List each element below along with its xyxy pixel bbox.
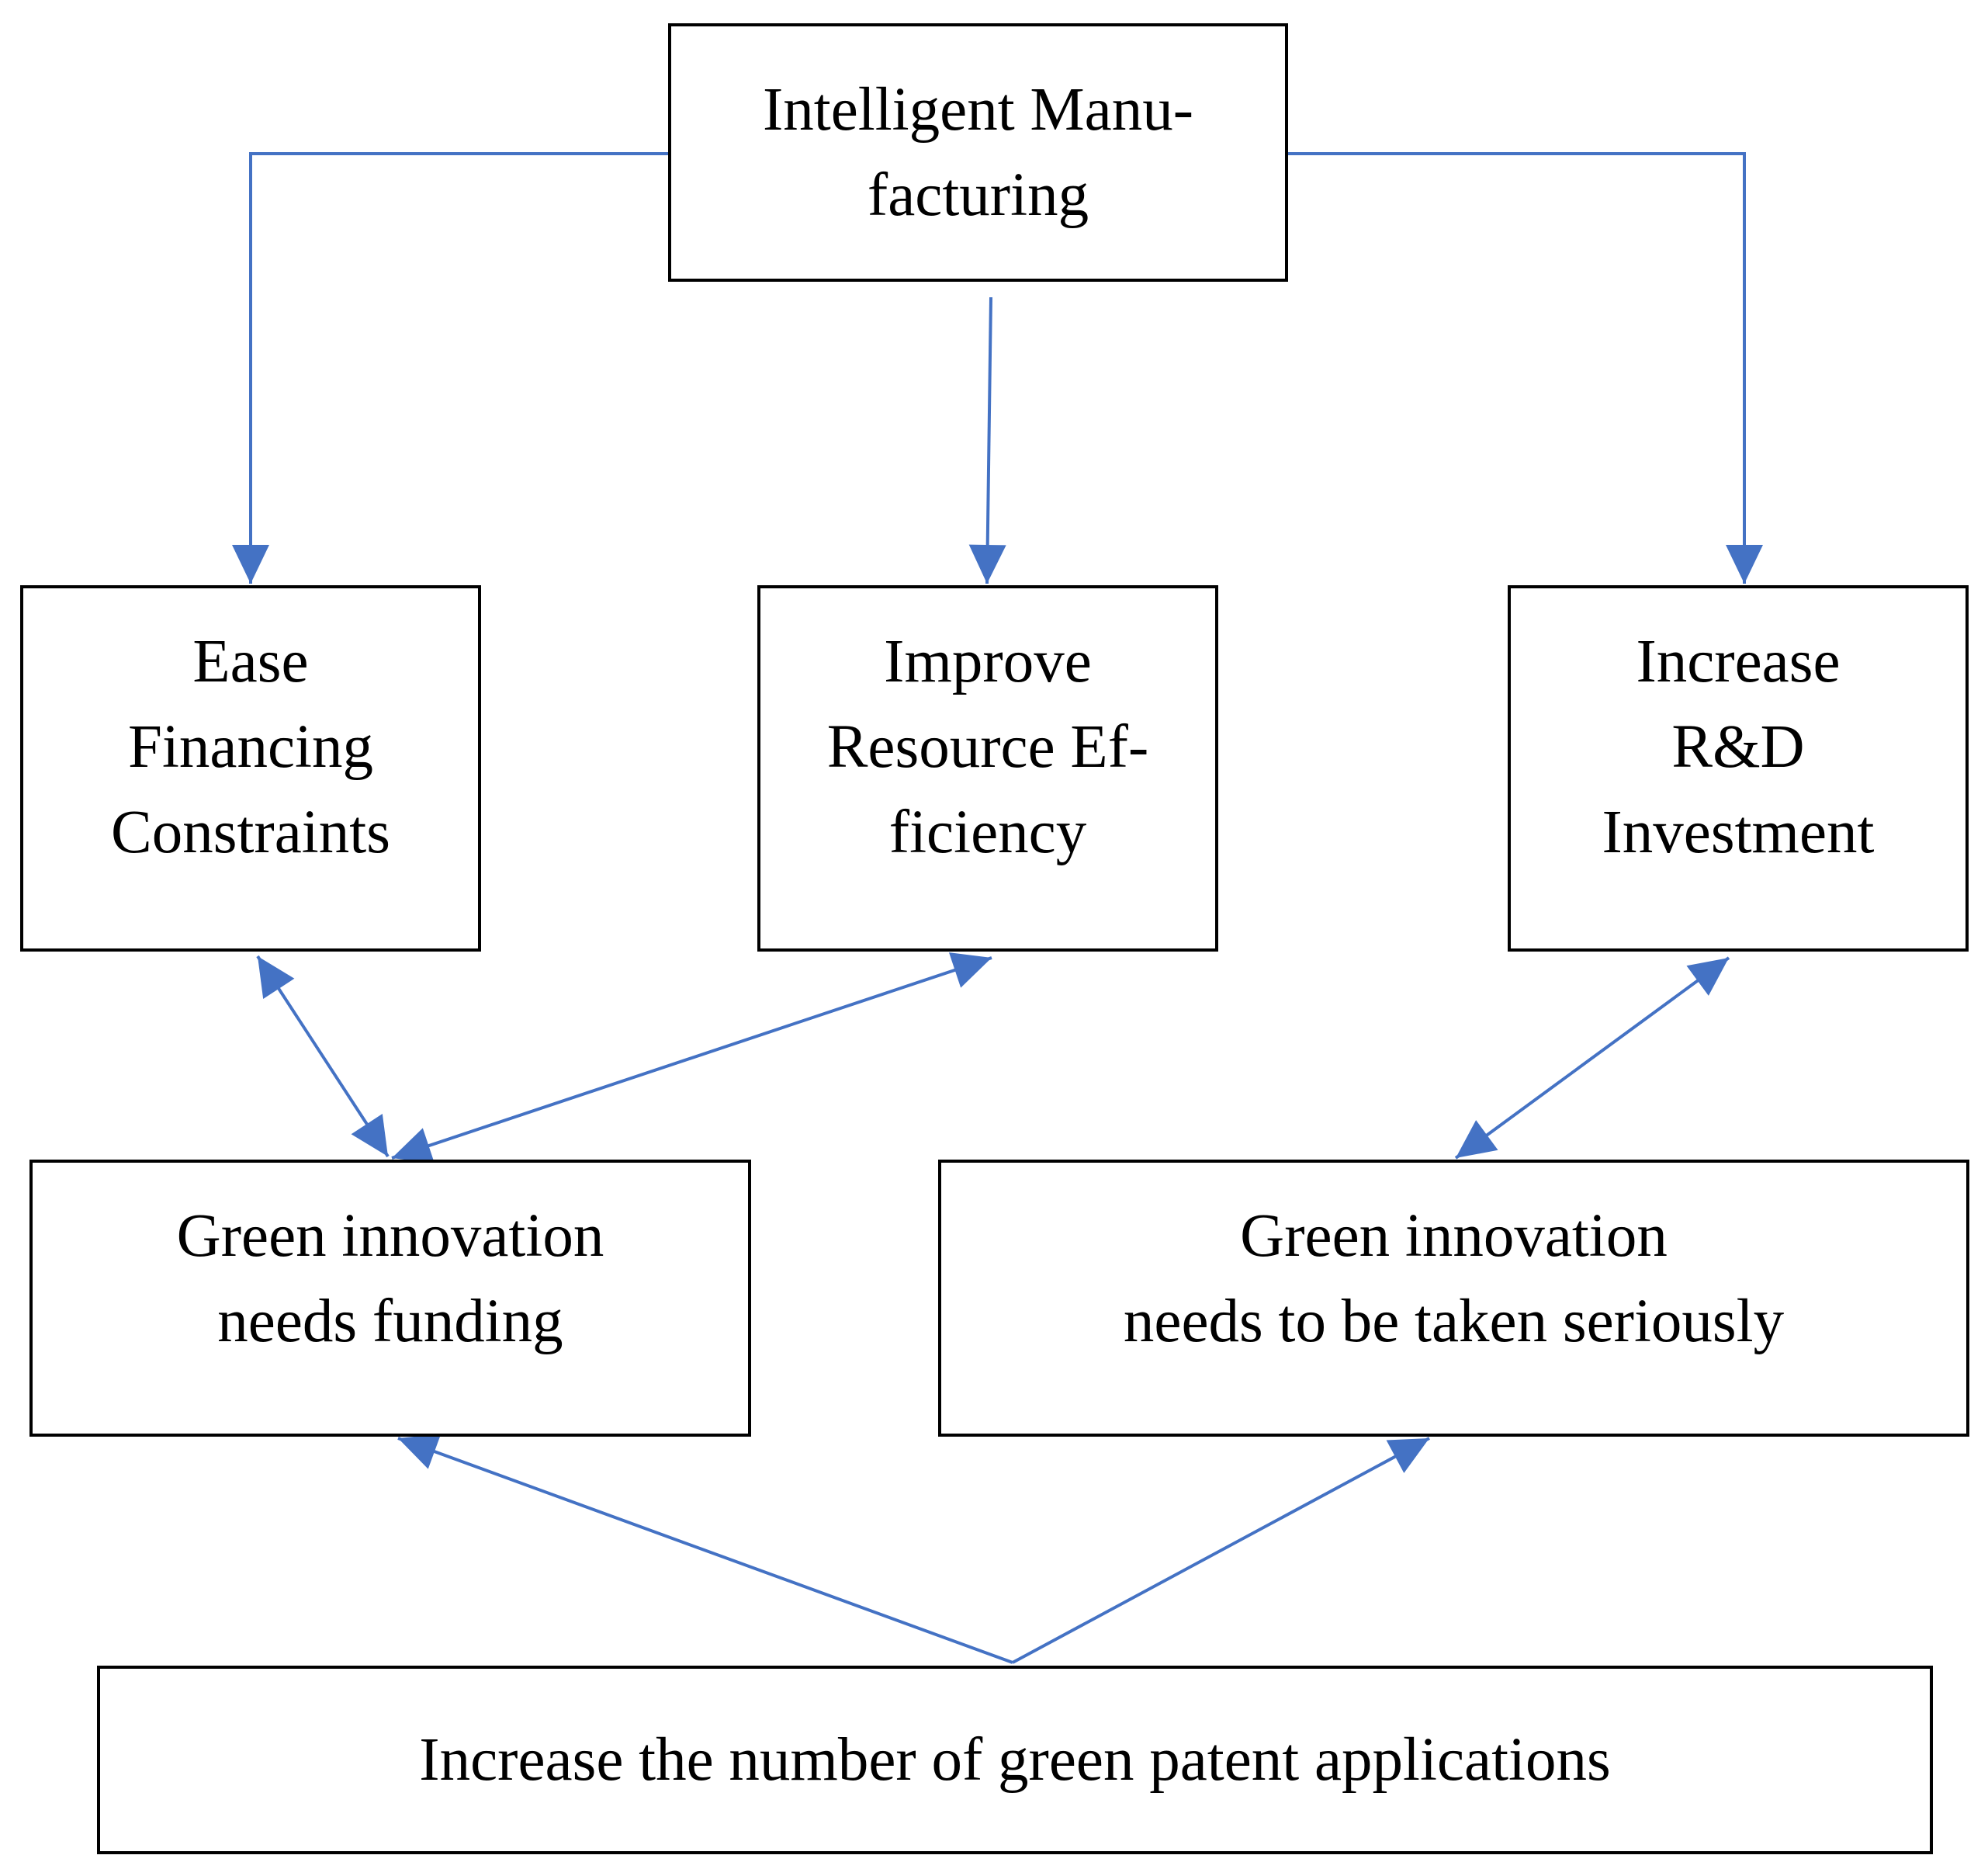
green-funding-label: Green innovation needs funding	[176, 1202, 604, 1355]
increase-rd-box: Increase R&D Investment	[1508, 585, 1969, 952]
arrow-im-to-rd-line	[1288, 152, 1746, 584]
improve-resource-box: Improve Resource Ef- ficiency	[757, 585, 1218, 952]
arrow-financing-funding-line	[256, 955, 390, 1158]
arrow-patents-to-funding-head	[398, 1434, 442, 1469]
arrow-resource-funding-head	[392, 1128, 435, 1163]
ease-financing-box: Ease Financing Constraints	[20, 585, 481, 952]
arrow-patents-to-serious-head	[1386, 1438, 1429, 1473]
arrow-im-to-financing-head	[232, 545, 269, 584]
increase-rd-label: Increase R&D Investment	[1602, 628, 1875, 866]
ease-financing-label: Ease Financing Constraints	[111, 628, 390, 866]
green-funding-box: Green innovation needs funding	[29, 1160, 751, 1437]
green-serious-label: Green innovation needs to be taken serio…	[1123, 1202, 1785, 1355]
green-serious-box: Green innovation needs to be taken serio…	[938, 1160, 1969, 1437]
arrow-im-to-rd-head	[1726, 545, 1763, 584]
arrow-patents-to-funding-line	[397, 1437, 1013, 1664]
arrow-im-to-financing-line	[249, 152, 668, 584]
arrow-im-to-resource-head	[968, 544, 1006, 584]
intelligent-manufacturing-label: Intelligent Manu- facturing	[762, 75, 1194, 229]
arrow-rd-serious-line	[1454, 956, 1730, 1160]
arrow-im-to-resource-line	[985, 296, 992, 584]
arrow-rd-serious-tail-head	[1686, 958, 1729, 996]
arrow-financing-funding-head	[351, 1114, 388, 1156]
arrow-rd-serious-head	[1456, 1120, 1498, 1158]
green-patents-box: Increase the number of green patent appl…	[97, 1666, 1933, 1854]
intelligent-manufacturing-box: Intelligent Manu- facturing	[668, 23, 1288, 282]
arrow-patents-to-serious-line	[1012, 1437, 1430, 1664]
arrow-financing-funding-tail-head	[258, 956, 295, 999]
arrow-resource-funding-tail-head	[948, 952, 992, 988]
arrow-resource-funding-line	[391, 956, 992, 1160]
improve-resource-label: Improve Resource Ef- ficiency	[826, 628, 1149, 866]
green-patents-label: Increase the number of green patent appl…	[419, 1725, 1611, 1794]
